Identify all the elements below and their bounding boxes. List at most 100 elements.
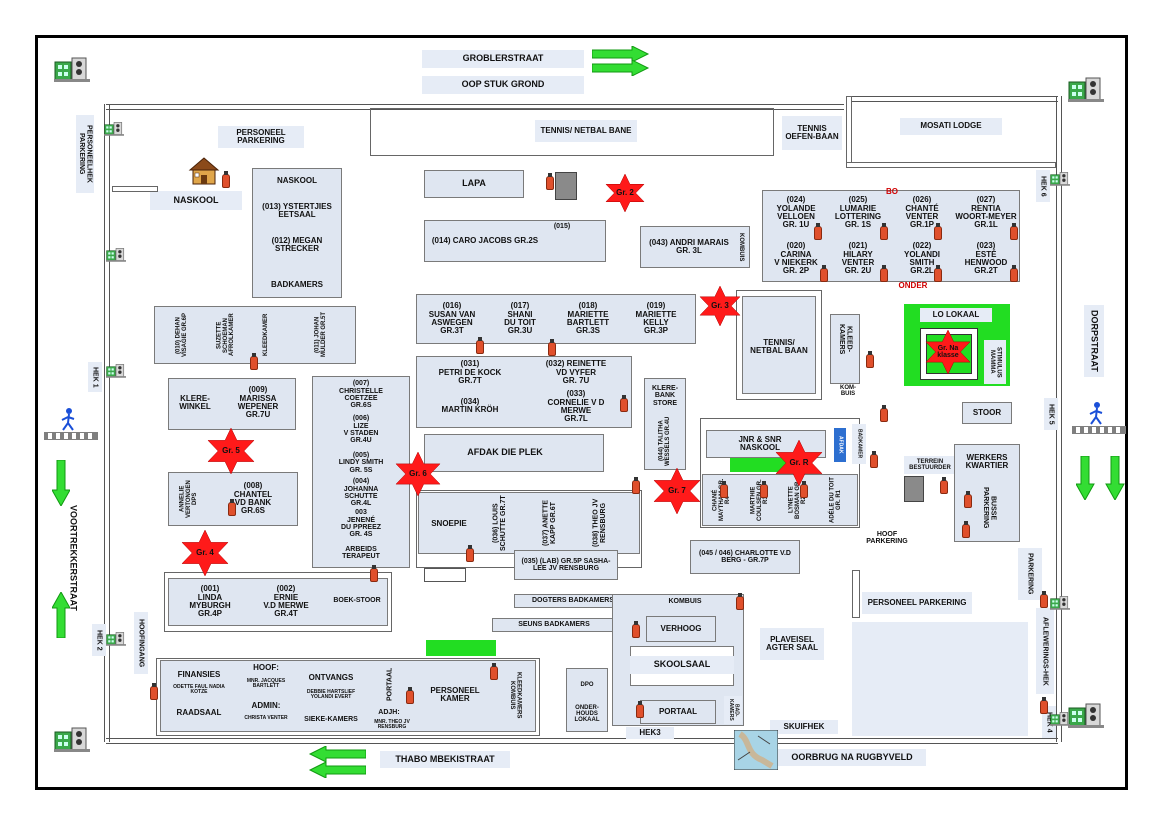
classroom-vertical: (038) THEO JV RENSBURG bbox=[592, 498, 607, 548]
grade-star-label: Gr. 5 bbox=[222, 445, 240, 455]
lab: (035) (LAB) GR.5P SASHA-LEE JV RENSBURG bbox=[521, 557, 611, 572]
r002-l3: V.D MERWE bbox=[263, 601, 309, 610]
grade-star-label: Gr. 6 bbox=[409, 468, 427, 478]
fire-extinguisher-icon bbox=[820, 265, 828, 282]
fire-extinguisher-icon bbox=[1010, 223, 1018, 240]
klerewinkel: KLERE-WINKEL bbox=[179, 393, 211, 411]
pedestrian-crossing-icon bbox=[1072, 402, 1126, 434]
r008-l4: GR.6S bbox=[240, 506, 265, 516]
lo-lokaal-label: LO LOKAAL bbox=[920, 308, 992, 322]
r009-l3: WEPENER bbox=[237, 402, 279, 411]
personeel-parkering-top: PERSONEEL PARKERING bbox=[218, 126, 304, 148]
room-line: (023) bbox=[976, 241, 996, 251]
fire-extinguisher-icon bbox=[406, 687, 414, 704]
ontvangs: ONTVANGS bbox=[308, 672, 354, 682]
grade-star-label: Gr. 2 bbox=[616, 187, 634, 197]
grade-star-icon: Gr. R bbox=[775, 439, 823, 487]
fire-extinguisher-icon bbox=[250, 353, 258, 370]
werkers: WERKERS KWARTIER bbox=[965, 452, 1009, 470]
room-line: GR.3U bbox=[507, 326, 533, 336]
room-line: GR. 4S bbox=[349, 531, 373, 539]
room-line: GR.2T bbox=[974, 266, 998, 276]
grade-star-icon: Gr. 6 bbox=[395, 451, 441, 497]
fire-extinguisher-icon bbox=[800, 481, 808, 498]
snoepie-block bbox=[418, 492, 640, 554]
room-line: SMITH bbox=[909, 258, 935, 267]
room-line: GR.2L bbox=[910, 266, 934, 276]
fire-extinguisher-icon bbox=[150, 683, 158, 700]
fire-extinguisher-icon bbox=[1040, 697, 1048, 714]
room-line: MERWE bbox=[560, 406, 592, 415]
kleedkamers-vertical bbox=[830, 314, 860, 384]
fire-extinguisher-icon bbox=[620, 395, 628, 412]
gate-hek1: HEK 1 bbox=[88, 362, 102, 392]
room-line: (019) bbox=[646, 301, 666, 311]
row-031-block bbox=[416, 356, 632, 428]
block-001 bbox=[168, 578, 388, 626]
parking-area-b bbox=[852, 622, 1028, 736]
classroom-vertical: SUZETTE SCHOEMAN AFROLKAMER bbox=[216, 313, 236, 357]
kleedkamers-kombuis: KLEEDKAMERS KOMBUIS bbox=[509, 671, 522, 719]
classroom-vertical: ADÉLE DU TOIT GR. R1 bbox=[829, 477, 842, 523]
room-line: (016) bbox=[442, 301, 462, 311]
r009-num: (009) bbox=[248, 385, 268, 395]
fire-extinguisher-icon bbox=[880, 405, 888, 422]
dogters-label: DOGTERS BADKAMERS bbox=[531, 597, 615, 605]
mosati-lodge: MOSATI LODGE bbox=[900, 118, 1002, 135]
gatehouse-icon bbox=[1050, 708, 1070, 728]
room-line: CHRISTELLE bbox=[339, 387, 383, 395]
r008-l3: VD BANK bbox=[234, 498, 272, 507]
room-line: GR. 7U bbox=[562, 376, 590, 386]
room-line: TERAPEUT bbox=[342, 553, 380, 560]
terrein: TERREIN BESTUURDER bbox=[904, 456, 956, 474]
map-frame bbox=[35, 35, 1128, 790]
finansies: FINANSIES bbox=[177, 669, 221, 679]
stoor-label: STOOR bbox=[972, 407, 1002, 417]
room-line: (026) bbox=[912, 195, 932, 205]
seuns-label: SEUNS BADKAMERS bbox=[518, 621, 590, 629]
fire-extinguisher-icon bbox=[222, 171, 230, 188]
gate-hek2: HEK 2 bbox=[92, 624, 106, 656]
room-line: MARIETTE bbox=[567, 309, 609, 319]
kombuis-c: KOMBUIS bbox=[668, 598, 702, 606]
room-line: GR.4U bbox=[350, 437, 372, 445]
admin-name: CHRISTA VENTER bbox=[244, 715, 288, 722]
charlotte: (045 / 046) CHARLOTTE V.D BERG - GR.7P bbox=[699, 549, 791, 564]
room-line: VENTER bbox=[905, 212, 939, 221]
busse-parkering: BUSSE PARKERING bbox=[982, 487, 997, 529]
jnr-snr-label: JNR & SNR NASKOOL bbox=[738, 434, 782, 452]
r001-num: (001) bbox=[200, 584, 220, 594]
room-line: ASWEGEN bbox=[431, 318, 473, 327]
gatehouse-icon bbox=[1050, 168, 1070, 188]
fire-extinguisher-icon bbox=[940, 477, 948, 494]
room-015: (015) bbox=[553, 223, 571, 231]
lapa bbox=[424, 170, 524, 198]
grade-star-icon: Gr. 2 bbox=[605, 173, 645, 213]
room-line: GR.6S bbox=[350, 402, 372, 410]
grade-r-rooms bbox=[702, 474, 858, 526]
naskool-block bbox=[252, 168, 342, 298]
fire-extinguisher-icon bbox=[962, 521, 970, 538]
road-dorpstraat: DORPSTRAAT bbox=[1084, 305, 1104, 377]
room-line: 003 bbox=[355, 509, 367, 517]
room-line: WOORT-MEYER bbox=[955, 212, 1017, 221]
room-line: JENENÉ bbox=[346, 516, 375, 524]
admin-block bbox=[160, 660, 536, 732]
gatehouse-icon bbox=[106, 244, 126, 264]
personeel-kamer: PERSONEEL KAMER bbox=[430, 685, 480, 703]
kombuis-a: KOMBUIS bbox=[738, 232, 745, 262]
personeel-parkering-right: PERSONEEL PARKERING bbox=[862, 592, 972, 614]
afdak bbox=[424, 434, 604, 472]
room-line: RENTIA bbox=[971, 203, 1001, 213]
room-line: HENWOOD bbox=[964, 258, 1008, 267]
arrow-down-icon bbox=[52, 460, 70, 506]
classroom: (034)MARTIN KRÖH bbox=[420, 388, 520, 424]
room-line: CARINA bbox=[780, 249, 812, 259]
